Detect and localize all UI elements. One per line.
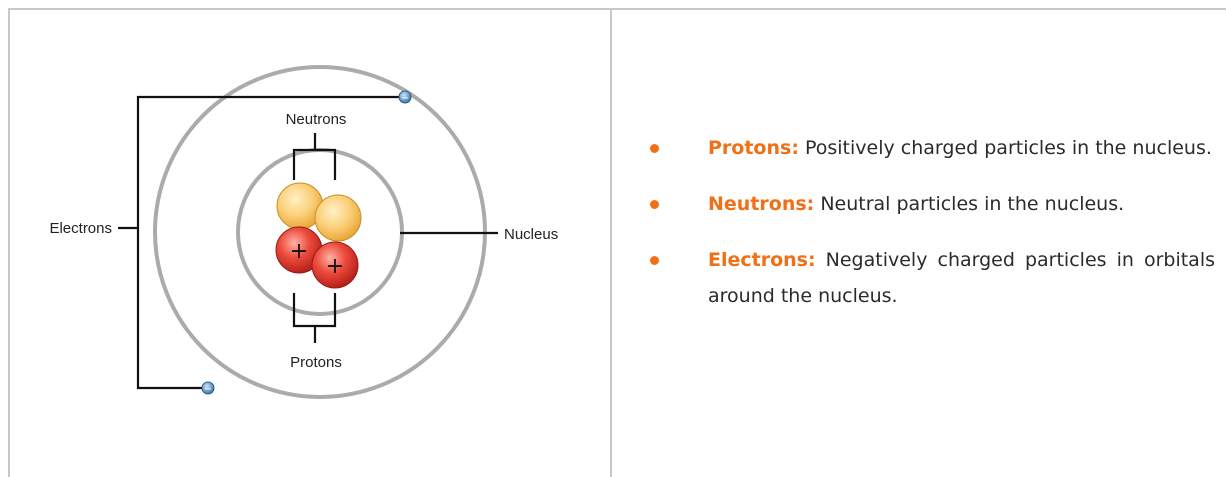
atom-diagram: + + − − Neutrons Protons Electrons Nucle…	[49, 65, 558, 399]
proton-particle	[311, 241, 359, 289]
legend-list: Protons: Positively charged particles in…	[650, 130, 1215, 314]
bullet-icon	[650, 200, 659, 209]
protons-bracket	[292, 293, 337, 343]
bullet-icon	[650, 144, 659, 153]
bullet-icon	[650, 256, 659, 265]
electron-charge-symbol: −	[401, 93, 409, 104]
electrons-label: Electrons	[49, 220, 112, 237]
electrons-bracket	[118, 95, 405, 390]
frame-top-border	[8, 8, 1226, 10]
legend-description: Positively charged particles in the nucl…	[804, 137, 1212, 159]
neutrons-bracket	[292, 133, 337, 180]
legend-description: Neutral particles in the nucleus.	[820, 193, 1125, 215]
legend-item-protons: Protons: Positively charged particles in…	[650, 130, 1215, 166]
electron-particle	[398, 90, 412, 104]
protons-label: Protons	[290, 354, 342, 371]
legend-term: Neutrons:	[708, 193, 815, 215]
proton-charge-symbol: +	[290, 239, 308, 264]
atom-diagram-panel: + + − − Neutrons Protons Electrons Nucle…	[10, 10, 610, 477]
neutrons-label: Neutrons	[286, 111, 347, 128]
legend-item-neutrons: Neutrons: Neutral particles in the nucle…	[650, 186, 1215, 222]
legend-panel: Protons: Positively charged particles in…	[650, 130, 1215, 334]
legend-description: Negatively charged particles in orbitals…	[708, 249, 1215, 307]
proton-charge-symbol: +	[326, 254, 344, 279]
panel-divider	[610, 8, 612, 477]
nucleus-label: Nucleus	[504, 226, 558, 243]
electron-charge-symbol: −	[204, 384, 212, 395]
electron-particle	[201, 381, 215, 395]
legend-term: Protons:	[708, 137, 799, 159]
neutron-particle	[314, 194, 362, 242]
legend-term: Electrons:	[708, 249, 816, 271]
legend-item-electrons: Electrons: Negatively charged particles …	[650, 242, 1215, 314]
frame-left-border	[8, 8, 10, 477]
